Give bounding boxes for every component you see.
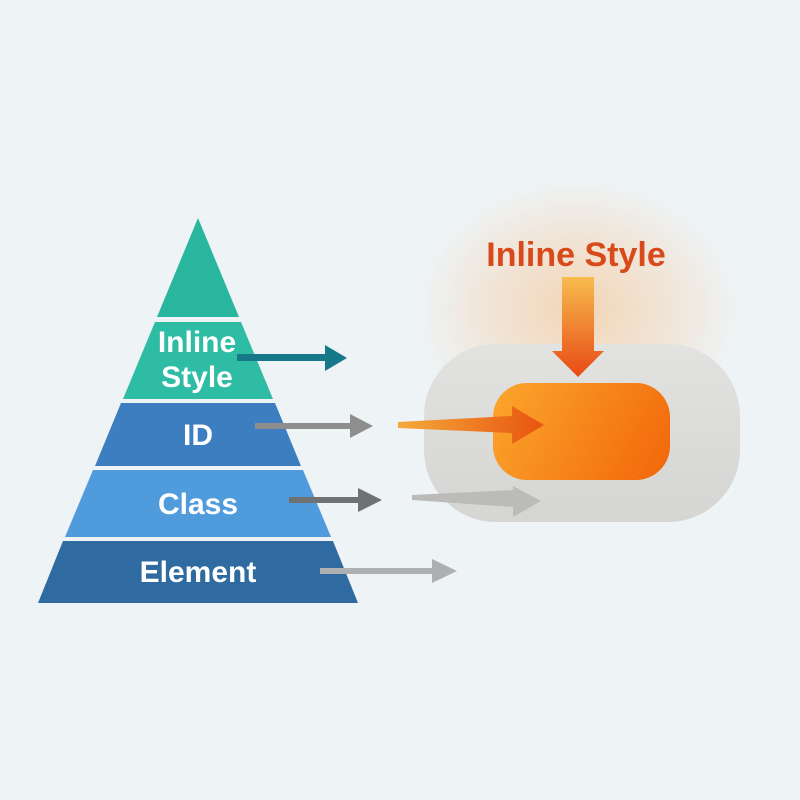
winning-rule-label: Inline Style xyxy=(486,236,666,274)
class-arrow-shaft xyxy=(289,497,359,503)
pyramid-inline-style-segment xyxy=(123,322,273,399)
inline-style-arrow-shaft xyxy=(237,354,325,361)
element-arrow-head xyxy=(432,559,457,583)
connector-arrows xyxy=(237,345,457,583)
class-arrow-right-icon xyxy=(289,488,382,512)
pyramid-element-label: Element xyxy=(140,556,257,589)
pyramid-class-segment xyxy=(65,470,331,537)
winning-inline-arrow-icon xyxy=(398,406,544,444)
specificity-pyramid: Inline Style ID Class Element xyxy=(38,218,358,603)
inline-style-arrow-head xyxy=(325,345,347,371)
pyramid-id-label: ID xyxy=(183,419,213,452)
inline-style-down-arrow-icon xyxy=(552,277,604,377)
pyramid-inline-style-label-line1: Inline xyxy=(158,326,236,359)
id-arrow-head xyxy=(350,414,373,438)
pyramid-apex-segment xyxy=(157,218,239,317)
target-element-group: Inline Style xyxy=(398,236,740,522)
id-arrow-right-icon xyxy=(255,414,373,438)
pyramid-class-label: Class xyxy=(158,488,238,521)
element-arrow-right-icon xyxy=(320,559,457,583)
pyramid-id-segment xyxy=(95,403,301,466)
inline-style-arrow-right-icon xyxy=(237,345,347,371)
class-through-arrow-icon xyxy=(412,486,541,517)
element-arrow-shaft xyxy=(320,568,432,574)
class-arrow-head xyxy=(358,488,382,512)
styled-element-box xyxy=(493,383,670,480)
id-arrow-shaft xyxy=(255,423,350,429)
pyramid-element-segment xyxy=(38,541,358,603)
pyramid-inline-style-label-line2: Style xyxy=(161,361,233,394)
